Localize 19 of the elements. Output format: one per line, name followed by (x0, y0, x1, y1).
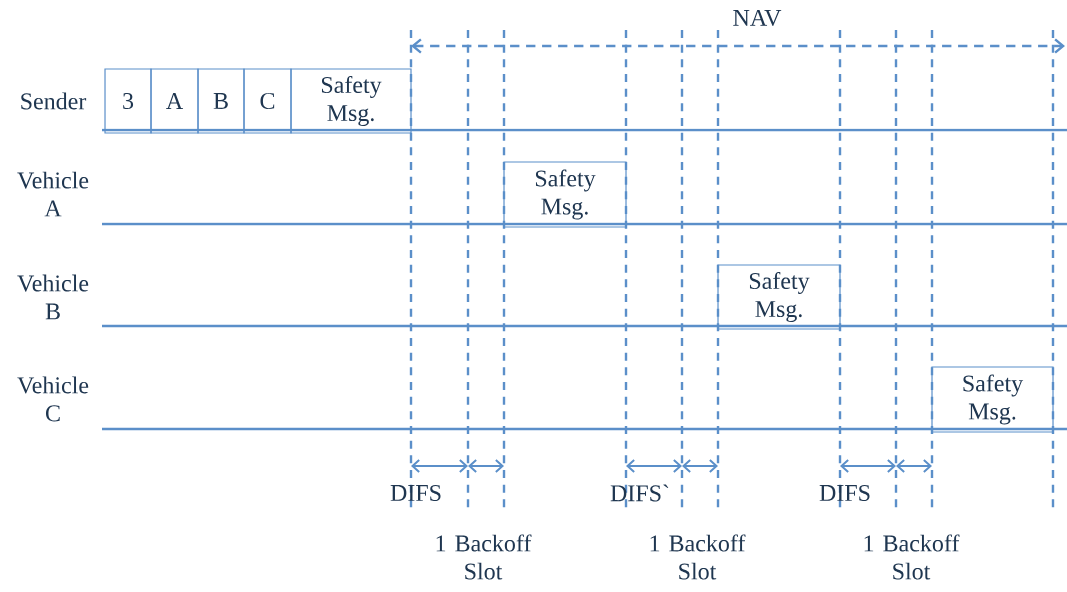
row-label: Vehicle C (17, 376, 89, 422)
row-label: Sender (21, 92, 87, 110)
nav-label: NAV (733, 9, 782, 27)
message-box: Safety Msg. (931, 366, 1054, 433)
field-box: B (197, 68, 245, 134)
interval-label: 1 Backoff Slot (650, 534, 746, 580)
message-box: Safety Msg. (503, 161, 627, 228)
interval-label: 1 Backoff Slot (864, 534, 960, 580)
interval-label: 1 Backoff Slot (436, 534, 532, 580)
field-box: 3 (104, 68, 152, 134)
message-box: Safety Msg. (290, 68, 412, 134)
interval-label: DIFS (819, 484, 870, 502)
field-box: C (243, 68, 292, 134)
field-box: A (150, 68, 199, 134)
interval-label: DIFS` (610, 484, 669, 502)
row-label: Vehicle B (17, 274, 89, 320)
interval-label: DIFS (390, 484, 441, 502)
row-label: Vehicle A (17, 171, 89, 217)
message-box: Safety Msg. (717, 264, 841, 330)
